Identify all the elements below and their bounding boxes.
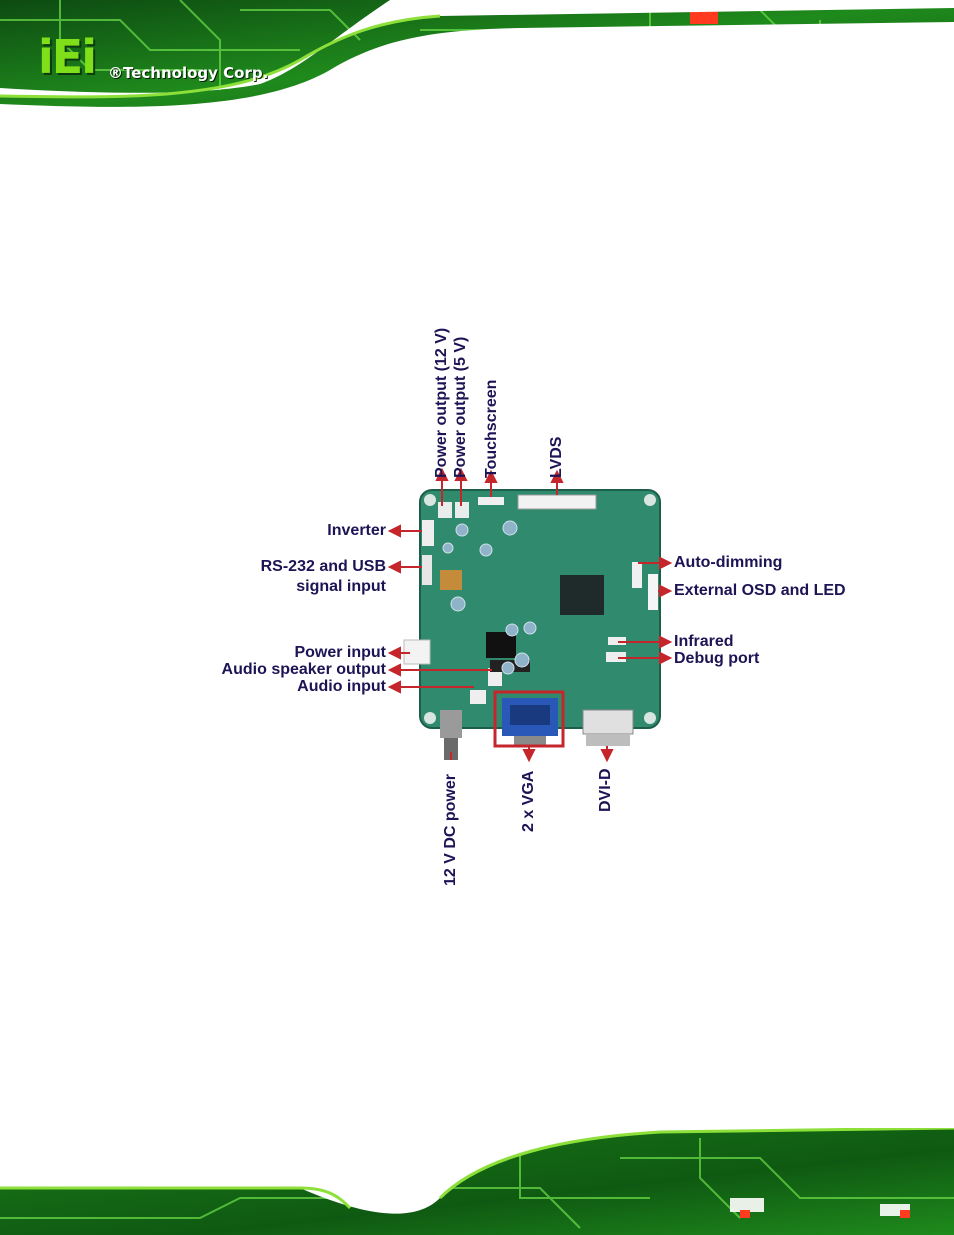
label-debug-port: Debug port (674, 650, 759, 668)
dvi-connector (583, 710, 633, 734)
external-osd-connector (648, 574, 658, 610)
label-external-osd-led: External OSD and LED (674, 582, 846, 600)
rs232-usb-connector (422, 555, 432, 585)
inverter-connector (422, 520, 434, 546)
label-audio-speaker-output: Audio speaker output (222, 661, 386, 679)
dvi-lower-shell (586, 734, 630, 746)
jumper-block (440, 570, 462, 590)
circuit-banner-bottom (0, 1128, 954, 1235)
main-chip (560, 575, 604, 615)
label-touchscreen: Touchscreen (483, 380, 501, 478)
dc-jack (440, 710, 462, 738)
label-signal-input: signal input (296, 578, 386, 596)
audio-input-connector (470, 690, 486, 704)
label-auto-dimming: Auto-dimming (674, 554, 782, 572)
lvds-connector (518, 495, 596, 509)
touchscreen-connector (478, 497, 504, 505)
label-audio-input: Audio input (297, 678, 386, 696)
label-lvds: LVDS (548, 437, 566, 478)
auto-dimming-connector (632, 562, 642, 588)
label-12v-dc-power: 12 V DC power (442, 774, 460, 886)
power-12v-connector (438, 502, 452, 518)
page-footer (0, 1128, 954, 1235)
label-power-input: Power input (294, 644, 386, 662)
label-power-output-12v: Power output (12 V) (433, 328, 451, 478)
vga-port-face (510, 705, 550, 725)
label-inverter: Inverter (327, 522, 386, 540)
label-dvi-d: DVI-D (597, 768, 615, 812)
label-infrared: Infrared (674, 633, 734, 651)
label-rs232-usb: RS-232 and USB (261, 558, 386, 576)
label-power-output-5v: Power output (5 V) (452, 337, 470, 478)
label-2x-vga: 2 x VGA (520, 771, 538, 832)
